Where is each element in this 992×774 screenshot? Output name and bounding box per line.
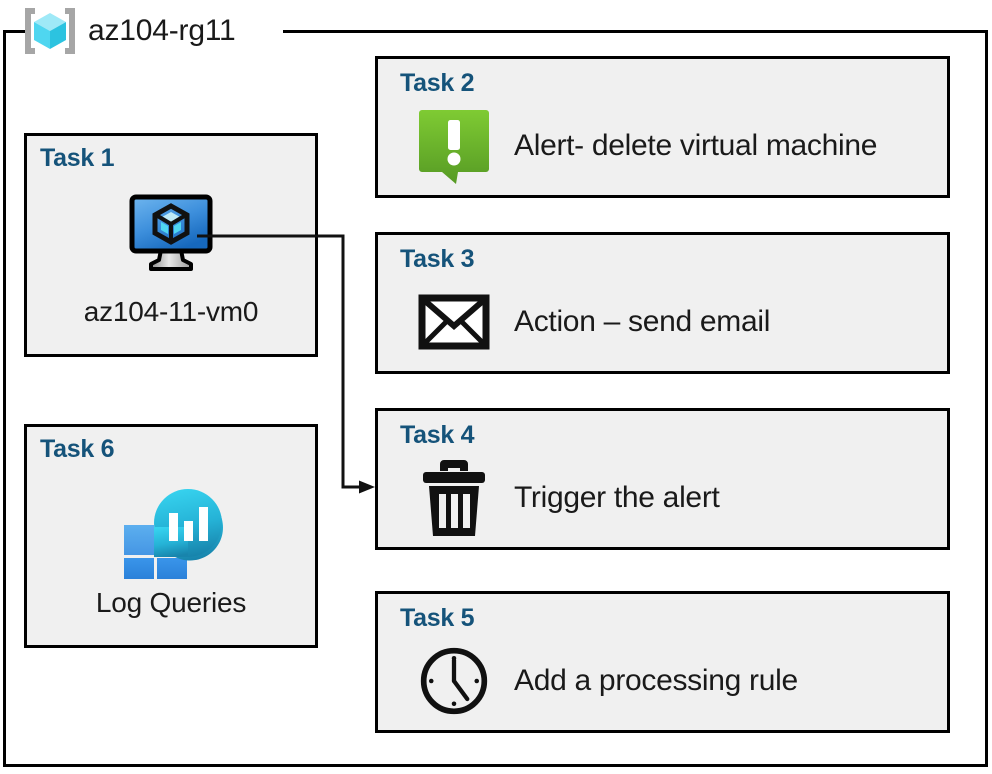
resource-group-frame-top-right-segment (283, 30, 988, 33)
task-5-card[interactable]: Task 5 Add a processing rule (375, 591, 950, 733)
task-3-icon-wrap (418, 286, 490, 358)
clock-icon (420, 647, 488, 715)
task-6-title: Task 6 (40, 435, 115, 463)
task-2-card[interactable]: Task 2 Alert- delete virtual machine (375, 56, 950, 198)
log-analytics-icon (124, 489, 223, 579)
task-4-title: Task 4 (400, 421, 475, 449)
task-4-card[interactable]: Task 4 Trigger the alert (375, 408, 950, 550)
task-3-label: Action – send email (514, 305, 771, 338)
envelope-icon (418, 294, 490, 350)
resource-group-label: az104-rg11 (22, 5, 236, 57)
task-3-title: Task 3 (400, 245, 475, 273)
task-2-label: Alert- delete virtual machine (514, 129, 878, 162)
resource-group-frame (3, 30, 988, 767)
task-4-label: Trigger the alert (514, 481, 720, 514)
task-5-row: Add a processing rule (418, 638, 937, 724)
task-1-icon-wrap (27, 192, 315, 272)
task-2-icon-wrap (418, 110, 490, 184)
task-1-label: az104-11-vm0 (83, 296, 259, 327)
virtual-machine-icon (129, 194, 213, 271)
task-3-card[interactable]: Task 3 Action – send email (375, 232, 950, 374)
task-3-row: Action – send email (418, 279, 937, 365)
task-6-label: Log Queries (95, 587, 247, 618)
task-4-icon-wrap (418, 460, 490, 536)
task-2-row: Alert- delete virtual machine (418, 103, 937, 189)
resource-group-frame-top-left-segment (3, 30, 25, 33)
task-5-title: Task 5 (400, 604, 475, 632)
task-2-title: Task 2 (400, 69, 475, 97)
task-5-label: Add a processing rule (514, 664, 798, 697)
task-5-icon-wrap (418, 645, 490, 717)
task-4-row: Trigger the alert (418, 455, 937, 541)
alert-callout-icon (419, 110, 489, 184)
task-1-title: Task 1 (40, 144, 115, 172)
task-1-card[interactable]: Task 1 (24, 133, 318, 357)
trash-can-icon (423, 460, 485, 536)
task-6-icon-wrap (27, 483, 315, 579)
resource-group-icon (25, 8, 75, 54)
resource-group-name: az104-rg11 (88, 14, 236, 47)
task-6-card[interactable]: Task 6 (24, 424, 318, 648)
